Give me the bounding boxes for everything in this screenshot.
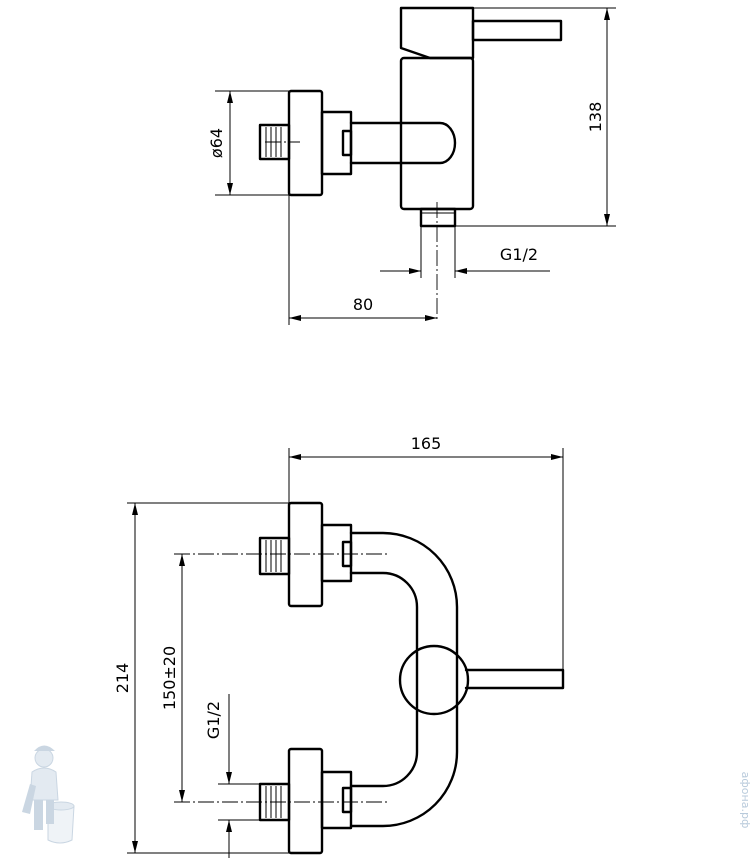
- side-height-dimension: 138: [586, 102, 605, 133]
- side-view: ø64 138 G1/2 80: [207, 6, 616, 325]
- front-width-dimension: 165: [411, 434, 442, 453]
- watermark-text: афона.рф: [739, 772, 752, 829]
- side-thread-dimension: G1/2: [500, 245, 538, 264]
- side-mixer-body: [399, 56, 475, 211]
- front-spacing-dimension: 150±20: [160, 646, 179, 710]
- front-lever-handle: [464, 668, 565, 690]
- front-top-connector: [320, 523, 353, 583]
- front-view: 165 214 150±20 G1/2: [113, 434, 565, 858]
- side-bottom-outlet: [419, 207, 457, 228]
- side-diameter-dimension: ø64: [207, 128, 226, 158]
- side-wall-flange: [287, 89, 324, 197]
- side-eccentric-connector: [320, 110, 353, 176]
- side-depth-dimension: 80: [353, 295, 373, 314]
- front-thread-dimension: G1/2: [204, 701, 223, 739]
- side-cartridge-cap: [399, 6, 475, 60]
- front-mixer-body: [398, 644, 470, 716]
- front-bottom-connector: [320, 770, 353, 830]
- front-height-dimension: 214: [113, 663, 132, 694]
- plumber-mascot-logo: [22, 745, 75, 844]
- front-top-flange: [287, 501, 324, 608]
- front-top-nipple: [258, 536, 291, 576]
- side-elbow-arm: [349, 121, 457, 165]
- front-u-tube: [349, 531, 459, 828]
- front-bottom-flange: [287, 747, 324, 855]
- side-lever-handle: [471, 19, 563, 42]
